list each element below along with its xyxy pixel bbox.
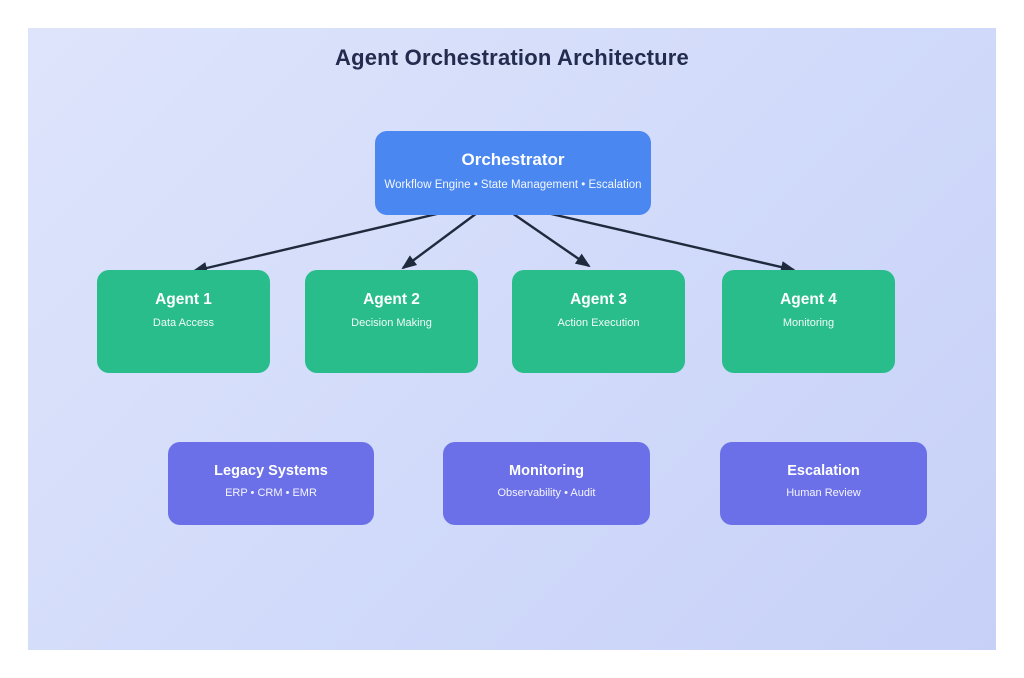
node-escalation: Escalation Human Review bbox=[720, 442, 927, 525]
node-agent-3: Agent 3 Action Execution bbox=[512, 270, 685, 373]
legacy-systems-subtitle: ERP • CRM • EMR bbox=[225, 487, 317, 499]
legacy-systems-title: Legacy Systems bbox=[214, 463, 328, 479]
monitoring-title: Monitoring bbox=[509, 463, 584, 479]
node-legacy-systems: Legacy Systems ERP • CRM • EMR bbox=[168, 442, 374, 525]
agent-2-subtitle: Decision Making bbox=[351, 317, 432, 329]
agent-3-title: Agent 3 bbox=[570, 291, 627, 308]
arrow-orchestrator-to-agent-1 bbox=[192, 211, 442, 274]
agent-3-subtitle: Action Execution bbox=[557, 317, 640, 329]
escalation-subtitle: Human Review bbox=[786, 487, 861, 499]
node-agent-1: Agent 1 Data Access bbox=[97, 270, 270, 373]
arrow-orchestrator-to-agent-2 bbox=[401, 212, 478, 270]
agent-1-subtitle: Data Access bbox=[152, 317, 215, 329]
node-agent-2: Agent 2 Decision Making bbox=[305, 270, 478, 373]
diagram-canvas: Agent Orchestration Architecture Orchest… bbox=[28, 28, 996, 650]
agent-4-subtitle: Monitoring bbox=[782, 317, 835, 329]
agent-1-title: Agent 1 bbox=[155, 291, 212, 308]
agent-2-title: Agent 2 bbox=[363, 291, 420, 308]
monitoring-subtitle: Observability • Audit bbox=[497, 487, 596, 499]
escalation-title: Escalation bbox=[787, 463, 860, 479]
arrow-orchestrator-to-agent-3 bbox=[511, 212, 591, 268]
node-monitoring: Monitoring Observability • Audit bbox=[443, 442, 650, 525]
node-orchestrator: Orchestrator Workflow Engine • State Man… bbox=[375, 131, 651, 215]
node-agent-4: Agent 4 Monitoring bbox=[722, 270, 895, 373]
arrow-orchestrator-to-agent-4 bbox=[546, 211, 796, 273]
orchestrator-title: Orchestrator bbox=[461, 150, 565, 169]
orchestrator-subtitle: Workflow Engine • State Management • Esc… bbox=[384, 179, 642, 191]
diagram-title: Agent Orchestration Architecture bbox=[335, 45, 689, 70]
agent-4-title: Agent 4 bbox=[780, 291, 837, 308]
